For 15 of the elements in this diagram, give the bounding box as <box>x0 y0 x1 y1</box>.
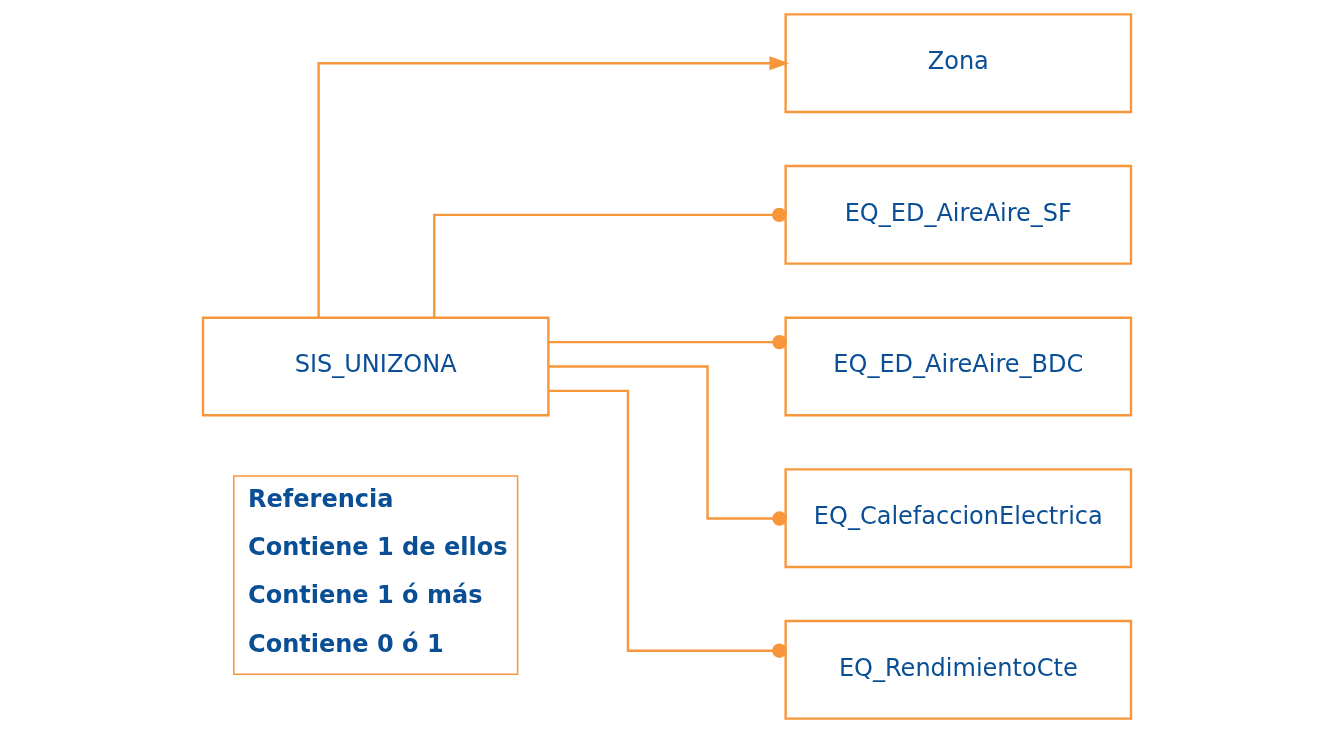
connector <box>548 389 787 658</box>
arrow <box>316 56 789 318</box>
connector <box>432 207 786 318</box>
node-box: EQ_ED_AireAire_SF <box>783 164 1132 265</box>
legend-label: Contiene 1 de ellos <box>247 533 507 562</box>
node-box: EQ_ED_AireAire_BDC <box>783 316 1132 417</box>
legend-label: Referencia <box>247 485 393 514</box>
legend-label: Contiene 1 ó más <box>247 581 482 610</box>
node-box: EQ_CalefaccionElectrica <box>783 468 1132 569</box>
connector <box>547 365 787 526</box>
connector <box>548 334 787 350</box>
node-box: SIS_UNIZONA <box>201 316 550 417</box>
node-box: Zona <box>783 13 1132 114</box>
legend-label: Contiene 0 ó 1 <box>247 629 444 658</box>
node-box: EQ_RendimientoCte <box>783 619 1132 720</box>
